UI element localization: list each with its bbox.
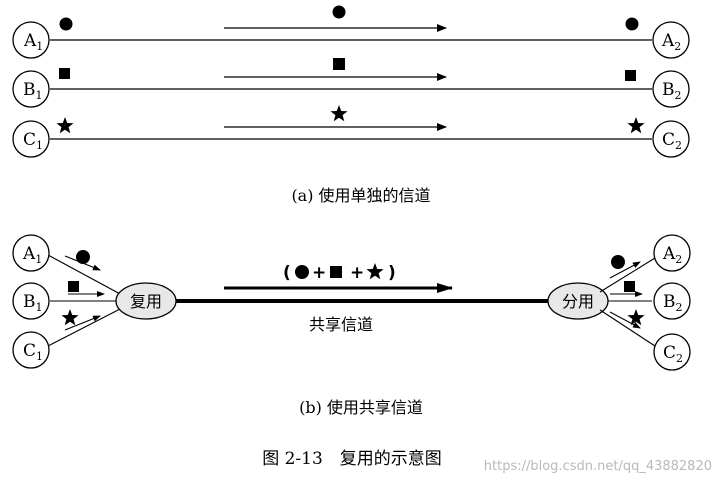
node-b1-shared: B1 (12, 282, 50, 320)
svg-text:B2: B2 (662, 80, 682, 102)
dst-a-arrow (609, 261, 641, 279)
node-c1-shared: C1 (12, 331, 50, 369)
star-symbol-mux-in (61, 309, 79, 326)
star-symbol-src (56, 117, 74, 134)
square-symbol-demux-out (624, 281, 635, 292)
star-symbol-demux-out (627, 309, 645, 326)
formula-close-paren: ) (388, 263, 396, 283)
diagram-b: A1 B1 C1 ( + + ) 共享信道 复用 (12, 234, 691, 417)
formula-plus-1: + (312, 263, 326, 283)
circle-symbol-src (59, 17, 73, 31)
node-c1: C1 (12, 120, 50, 158)
node-a1-shared: A1 (12, 234, 50, 272)
src-a-link (47, 254, 123, 296)
square-symbol-dst (625, 70, 636, 81)
svg-text:A2: A2 (662, 244, 682, 266)
formula-open-paren: ( (283, 263, 291, 283)
svg-text:C2: C2 (662, 130, 682, 152)
svg-text:B1: B1 (23, 292, 43, 314)
svg-text:B1: B1 (23, 80, 43, 102)
multiplexer-label: 复用 (130, 292, 162, 311)
node-b1: B1 (12, 70, 50, 108)
node-b2: B2 (652, 70, 690, 108)
combined-signal-formula: ( + + ) (283, 263, 396, 283)
node-c2-shared: C2 (653, 333, 691, 371)
svg-text:A2: A2 (661, 31, 681, 53)
src-c-arrow (64, 315, 101, 331)
circle-symbol-mux-in (76, 250, 90, 264)
node-a2-shared: A2 (653, 234, 691, 272)
circle-symbol-dst (625, 17, 639, 31)
star-symbol-dst (627, 117, 645, 134)
circle-symbol-mid (332, 5, 346, 19)
node-c2: C2 (652, 120, 690, 158)
svg-text:C2: C2 (663, 343, 683, 365)
square-symbol-mid (333, 58, 345, 70)
dst-c-arrow (609, 311, 641, 329)
square-symbol-mux-in (68, 281, 79, 292)
multiplexer: 复用 (115, 282, 177, 320)
caption-a: (a) 使用单独的信道 (291, 186, 430, 205)
node-b2-shared: B2 (653, 282, 691, 320)
svg-text:C1: C1 (23, 341, 43, 363)
dst-a-link (599, 257, 656, 293)
square-symbol-formula (330, 266, 342, 278)
dst-c-link (599, 309, 656, 347)
svg-text:C1: C1 (23, 130, 43, 152)
demultiplexer: 分用 (547, 282, 609, 320)
figure-caption: 图 2-13 复用的示意图 (262, 449, 442, 469)
star-symbol-mid (330, 105, 348, 122)
node-a1: A1 (12, 21, 50, 59)
star-symbol-formula (366, 263, 384, 280)
diagram-a: A1 A2 B1 B2 (12, 5, 690, 205)
channel-a: A1 A2 (12, 5, 690, 59)
src-c-link (47, 307, 123, 347)
caption-b: (b) 使用共享信道 (299, 398, 423, 417)
channel-b: B1 B2 (12, 58, 690, 108)
channel-c: C1 C2 (12, 105, 690, 158)
svg-text:A1: A1 (23, 31, 43, 53)
square-symbol-src (59, 68, 70, 79)
formula-plus-2: + (350, 263, 364, 283)
circle-symbol-formula (295, 265, 309, 279)
circle-symbol-demux-out (611, 255, 625, 269)
node-a2: A2 (652, 21, 690, 59)
demultiplexer-label: 分用 (562, 292, 594, 311)
svg-text:A1: A1 (22, 244, 42, 266)
watermark: https://blog.csdn.net/qq_43882820 (484, 459, 712, 474)
svg-text:B2: B2 (663, 292, 683, 314)
shared-channel-label: 共享信道 (309, 315, 373, 334)
